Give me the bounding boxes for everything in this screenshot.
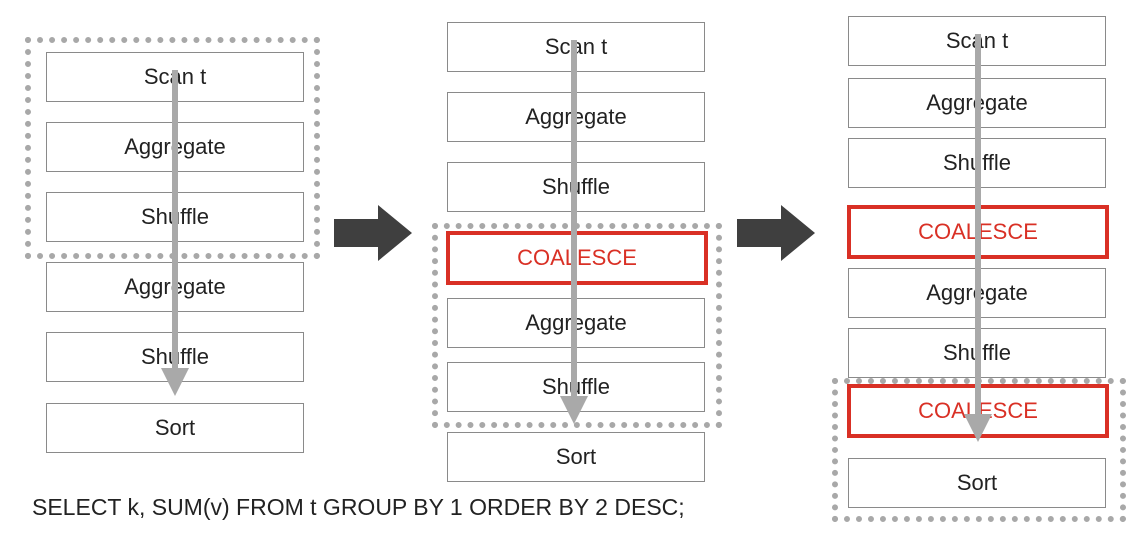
plan1-node-aggregate: Aggregate — [46, 262, 304, 312]
plan3-node-coalesce: COALESCE — [847, 384, 1109, 438]
transition-arrow — [737, 205, 815, 261]
plan1-node-aggregate: Aggregate — [46, 122, 304, 172]
plan2-node-coalesce: COALESCE — [446, 231, 708, 285]
plan1-node-shuffle: Shuffle — [46, 332, 304, 382]
plan2-node-scan: Scan t — [447, 22, 705, 72]
plan3-node-sort: Sort — [848, 458, 1106, 508]
plan2-node-sort: Sort — [447, 432, 705, 482]
sql-query-caption: SELECT k, SUM(v) FROM t GROUP BY 1 ORDER… — [32, 494, 685, 520]
plan2-node-shuffle: Shuffle — [447, 162, 705, 212]
plan2-node-aggregate: Aggregate — [447, 298, 705, 348]
plan3-node-shuffle: Shuffle — [848, 328, 1106, 378]
plan3-node-coalesce: COALESCE — [847, 205, 1109, 259]
plan1-node-shuffle: Shuffle — [46, 192, 304, 242]
plan3-node-aggregate: Aggregate — [848, 268, 1106, 318]
plan2-node-aggregate: Aggregate — [447, 92, 705, 142]
plan2-node-shuffle: Shuffle — [447, 362, 705, 412]
plan1-node-scan: Scan t — [46, 52, 304, 102]
plan3-node-scan: Scan t — [848, 16, 1106, 66]
plan3-node-aggregate: Aggregate — [848, 78, 1106, 128]
stage-group-outline — [432, 223, 722, 428]
plan3-node-shuffle: Shuffle — [848, 138, 1106, 188]
transition-arrow — [334, 205, 412, 261]
plan1-node-sort: Sort — [46, 403, 304, 453]
